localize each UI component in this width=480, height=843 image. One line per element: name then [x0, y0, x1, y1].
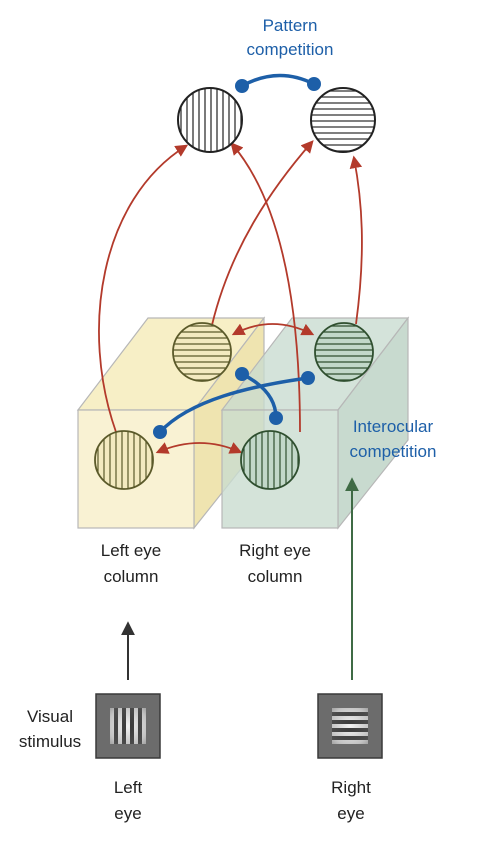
interocular-competition-links — [153, 367, 315, 439]
feedforward-connections — [98, 140, 363, 433]
interocular-competition-label-line1: Interocular — [353, 417, 434, 436]
top-neuron-vertical — [177, 87, 243, 153]
interocular-competition-label-line2: competition — [350, 442, 437, 461]
interocular-arrows — [155, 323, 315, 454]
pattern-competition-label-line1: Pattern — [263, 16, 318, 35]
left-eye-label-line1: Left — [114, 778, 143, 797]
left-eye-column-label-line1: Left eye — [101, 541, 162, 560]
visual-stimulus-label-line2: stimulus — [19, 732, 81, 751]
right-eye-label-line2: eye — [337, 804, 364, 823]
right-eye-label-line1: Right — [331, 778, 371, 797]
left-eye-label-line2: eye — [114, 804, 141, 823]
vertical-grating-icon — [95, 693, 161, 759]
right-eye-column-label-line1: Right eye — [239, 541, 311, 560]
top-neuron-horizontal — [310, 87, 376, 153]
left-eye-column-label-line2: column — [104, 567, 159, 586]
horizontal-grating-icon — [317, 693, 383, 759]
pattern-competition-link — [235, 73, 321, 93]
visual-stimulus-label-line1: Visual — [27, 707, 73, 726]
right-column-vertical-neuron — [240, 430, 300, 490]
pattern-competition-label-line2: competition — [247, 40, 334, 59]
left-column-vertical-neuron — [94, 430, 154, 490]
left-column-horizontal-neuron — [172, 322, 232, 382]
right-column-horizontal-neuron — [314, 322, 374, 382]
right-eye-column-label-line2: column — [248, 567, 303, 586]
